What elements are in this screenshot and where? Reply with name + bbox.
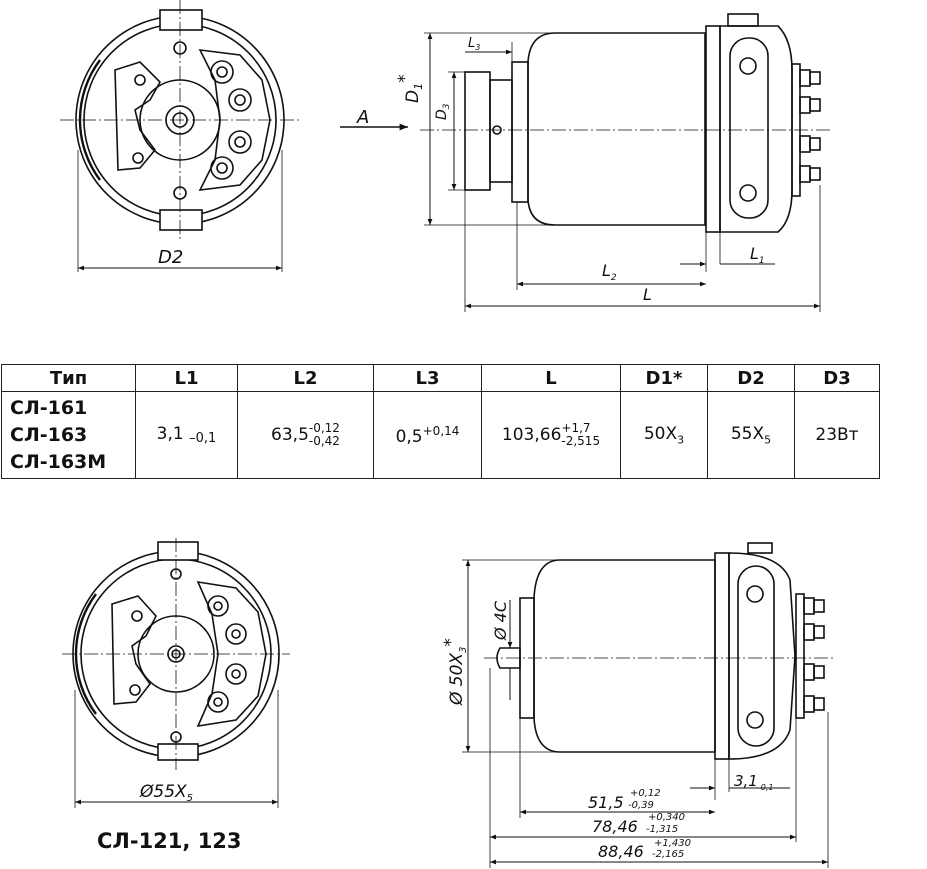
l3-sub: 3 bbox=[475, 43, 480, 52]
d2-label: D2 bbox=[158, 247, 183, 268]
dim4-lower: -2,165 bbox=[652, 849, 684, 860]
l2-base: 63,5 bbox=[271, 425, 309, 445]
view-a-label: A bbox=[356, 107, 369, 128]
d55-sub: 5 bbox=[187, 793, 193, 804]
d2-sub-table: 5 bbox=[764, 433, 772, 447]
l-upper: +1,7 bbox=[561, 421, 591, 435]
side-view-top bbox=[420, 13, 830, 312]
l2-tol: -0,12-0,42 bbox=[309, 422, 340, 448]
cell-d2: 55X5 bbox=[707, 391, 795, 479]
d50-label: Ø 50X bbox=[447, 653, 467, 706]
table-header-row: Тип L1 L2 L3 L D1* D2 D3 bbox=[1, 364, 880, 392]
l-label: L bbox=[643, 285, 652, 304]
th-l2: L2 bbox=[237, 364, 374, 392]
type-1: СЛ-161 bbox=[10, 396, 88, 419]
dim2-base: 51,5 bbox=[588, 793, 624, 812]
th-d3: D3 bbox=[794, 364, 880, 392]
dim2-lower: -0,39 bbox=[628, 800, 654, 811]
th-d1: D1* bbox=[620, 364, 708, 392]
bottom-title: СЛ-121, 123 bbox=[97, 829, 242, 853]
dim3-base: 78,46 bbox=[592, 817, 638, 836]
l-tol: +1,7-2,515 bbox=[561, 422, 600, 448]
dim1-base: 3,1 bbox=[734, 772, 758, 790]
svg-text:Ø55X5: Ø55X5 bbox=[139, 782, 193, 804]
l1-label: L bbox=[750, 244, 759, 263]
svg-text:L1: L1 bbox=[750, 244, 765, 266]
d55-label: Ø55X bbox=[139, 782, 187, 802]
d1-label: D bbox=[403, 90, 423, 103]
table-row: СЛ-161 СЛ-163 СЛ-163М 3,1 –0,1 63,5-0,12… bbox=[1, 391, 880, 479]
type-2: СЛ-163 bbox=[10, 423, 88, 446]
th-type: Тип bbox=[1, 364, 136, 392]
dim4-upper: +1,430 bbox=[654, 838, 691, 849]
cell-l1: 3,1 –0,1 bbox=[135, 391, 238, 479]
dim1-lower: -0,1 bbox=[758, 783, 774, 792]
l1-lower: –0,1 bbox=[189, 431, 217, 446]
dim3-upper: +0,340 bbox=[648, 812, 685, 823]
d2-base: 55X bbox=[730, 423, 765, 444]
l1-sub: 1 bbox=[759, 256, 765, 266]
svg-text:L2: L2 bbox=[602, 261, 617, 283]
l2-label: L bbox=[602, 261, 611, 280]
front-view-top bbox=[60, 0, 300, 272]
l3-base: 0,5 bbox=[395, 426, 423, 447]
l2-upper: -0,12 bbox=[308, 421, 340, 435]
th-d2: D2 bbox=[707, 364, 795, 392]
th-l: L bbox=[481, 364, 621, 392]
cell-l3: 0,5+0,14 bbox=[373, 391, 482, 479]
l3-upper: +0,14 bbox=[422, 423, 460, 438]
d1-sub: 1 bbox=[412, 83, 425, 90]
d50-sub: 3 bbox=[458, 647, 469, 653]
svg-text:D3: D3 bbox=[434, 103, 452, 120]
l-lower: -2,515 bbox=[561, 434, 601, 448]
svg-text:D1*: D1* bbox=[395, 74, 425, 103]
d50-star: * bbox=[441, 638, 461, 647]
d1-star: * bbox=[395, 74, 415, 83]
svg-text:Ø 50X3*: Ø 50X3* bbox=[441, 638, 469, 706]
l-base: 103,66 bbox=[501, 425, 562, 445]
l2-sub: 2 bbox=[611, 273, 617, 283]
l1-base: 3,1 bbox=[156, 424, 184, 444]
th-l1: L1 bbox=[135, 364, 238, 392]
dim4-base: 88,46 bbox=[598, 842, 644, 861]
cell-l2: 63,5-0,12-0,42 bbox=[237, 391, 374, 479]
type-3: СЛ-163М bbox=[10, 450, 107, 473]
d4-label: Ø 4С bbox=[491, 600, 510, 641]
th-l3: L3 bbox=[373, 364, 482, 392]
spec-table: Тип L1 L2 L3 L D1* D2 D3 СЛ-161 СЛ-163 С… bbox=[1, 364, 880, 479]
l2-lower: -0,42 bbox=[308, 434, 340, 448]
dim2-upper: +0,12 bbox=[630, 788, 661, 799]
d1-sub-table: 3 bbox=[677, 433, 685, 447]
d3-sub: 3 bbox=[442, 103, 452, 109]
side-view-bottom bbox=[462, 542, 834, 868]
cell-l: 103,66+1,7-2,515 bbox=[481, 391, 621, 479]
svg-text:L3: L3 bbox=[468, 36, 480, 52]
cell-d1: 50X3 bbox=[620, 391, 708, 479]
d3-label: D bbox=[434, 109, 450, 120]
d1-base: 50X bbox=[643, 423, 678, 444]
cell-d3: 23Вт bbox=[794, 391, 880, 479]
l3-label: L bbox=[468, 36, 475, 51]
cell-types: СЛ-161 СЛ-163 СЛ-163М bbox=[1, 391, 136, 479]
front-view-bottom bbox=[62, 538, 290, 808]
svg-text:3,1-0,1: 3,1-0,1 bbox=[734, 772, 773, 792]
dim3-lower: -1,315 bbox=[646, 824, 678, 835]
